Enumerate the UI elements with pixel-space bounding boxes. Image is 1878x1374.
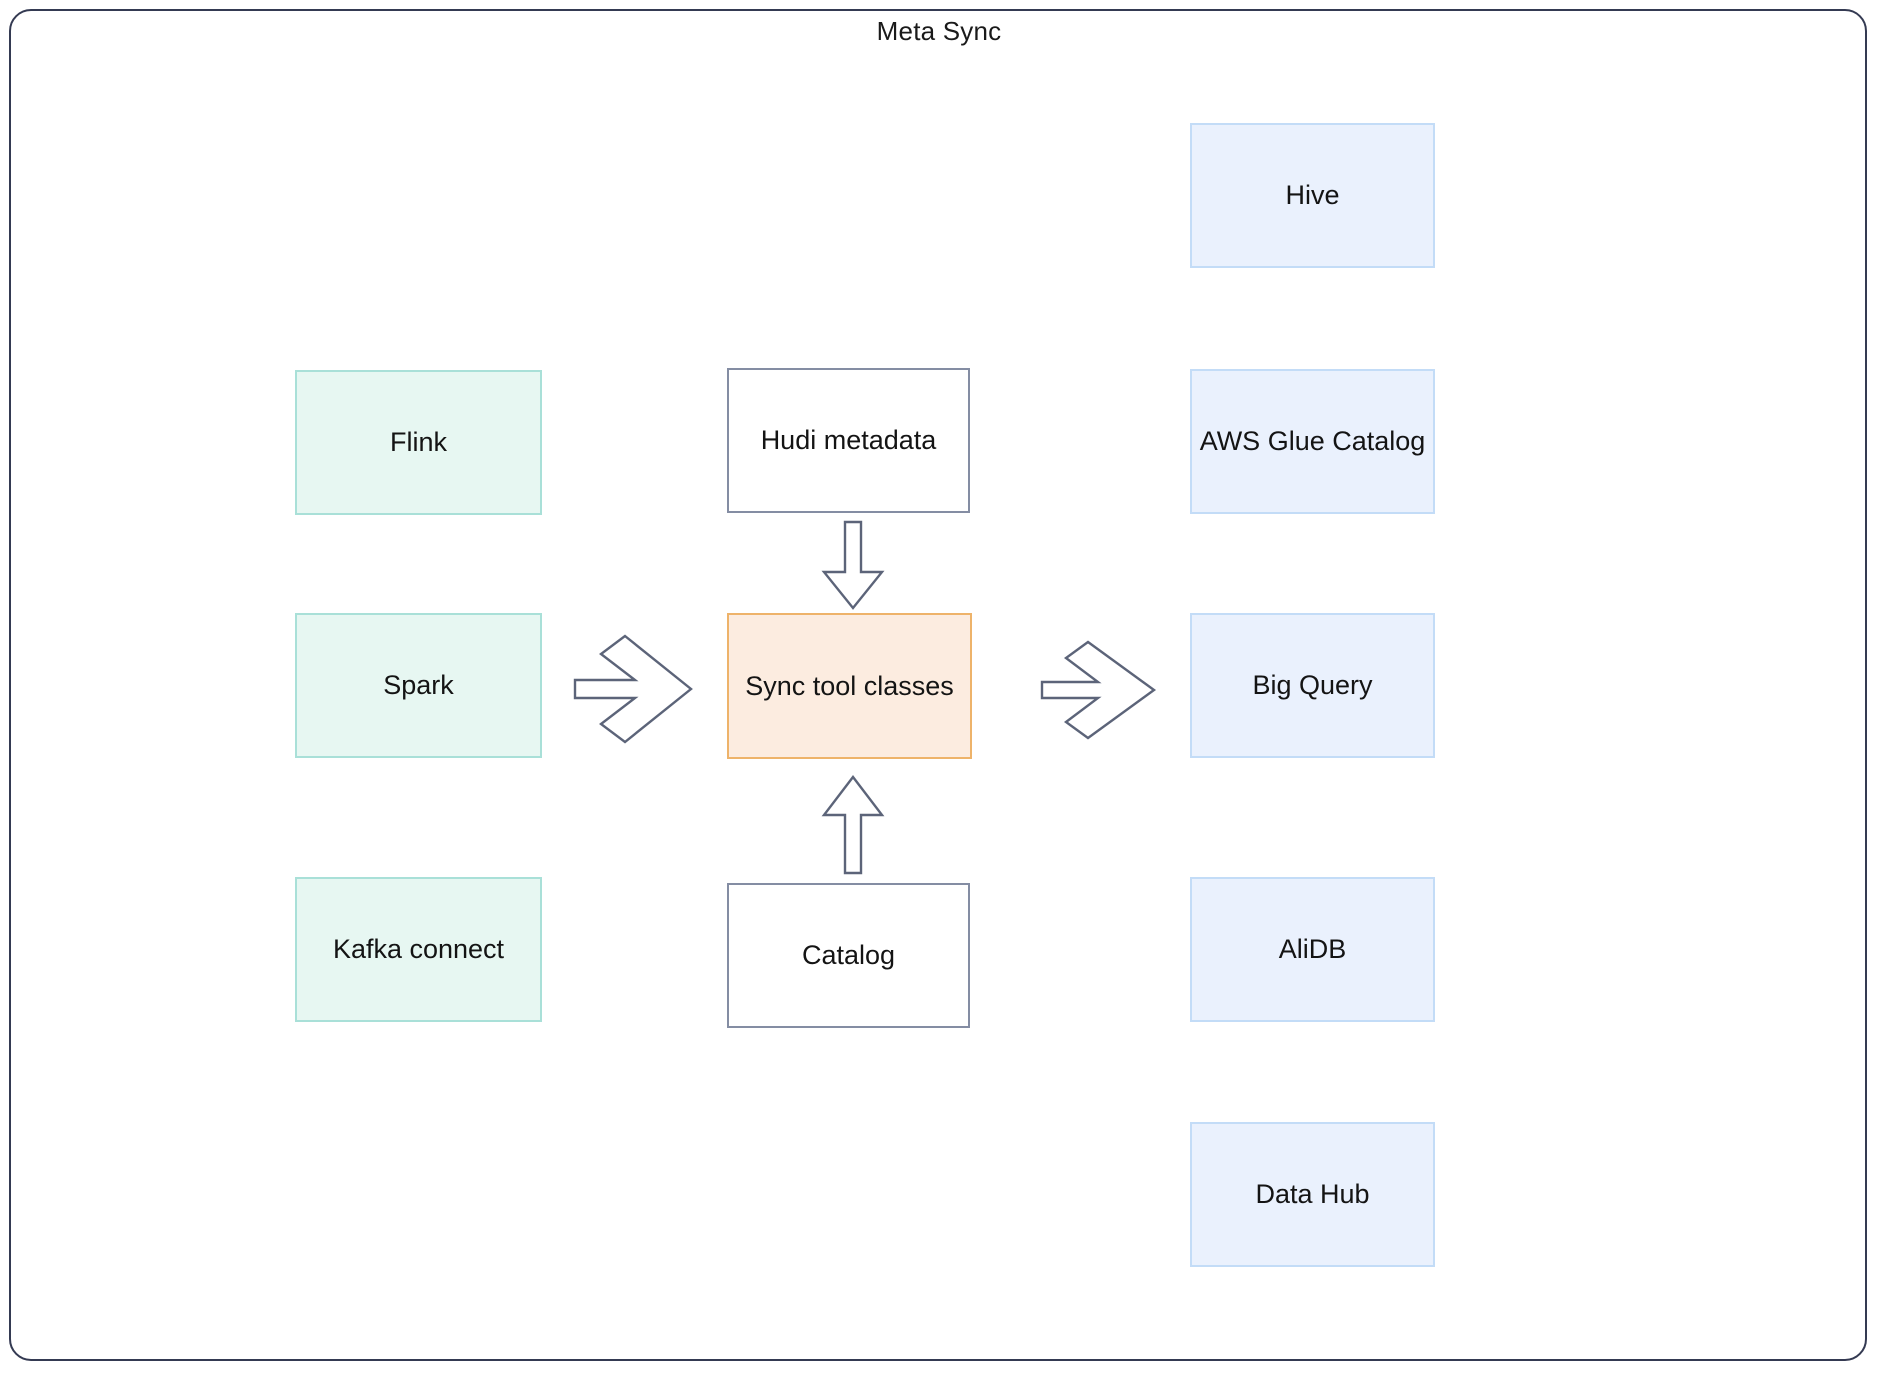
node-hudi-metadata[interactable]: Hudi metadata [727,368,970,513]
arrow-core-to-targets [1040,640,1158,740]
arrow-catalog-to-core [821,775,885,875]
node-aws-glue-catalog[interactable]: AWS Glue Catalog [1190,369,1435,514]
node-big-query-label: Big Query [1252,670,1373,701]
node-data-hub-label: Data Hub [1255,1179,1370,1210]
node-sync-tool-classes[interactable]: Sync tool classes [727,613,972,759]
node-alidb[interactable]: AliDB [1190,877,1435,1022]
diagram-title: Meta Sync [876,16,1002,46]
node-catalog[interactable]: Catalog [727,883,970,1028]
node-spark-label: Spark [383,670,454,701]
node-alidb-label: AliDB [1278,934,1347,965]
node-kafka-connect[interactable]: Kafka connect [295,877,542,1022]
node-flink[interactable]: Flink [295,370,542,515]
arrow-hudi-metadata-to-core [821,520,885,610]
node-spark[interactable]: Spark [295,613,542,758]
node-data-hub[interactable]: Data Hub [1190,1122,1435,1267]
arrow-sources-to-core [573,634,693,744]
node-hive-label: Hive [1285,180,1340,211]
node-flink-label: Flink [389,427,447,458]
node-kafka-connect-label: Kafka connect [332,934,505,965]
node-catalog-label: Catalog [801,940,896,971]
node-sync-tool-classes-label: Sync tool classes [745,670,954,701]
node-hudi-metadata-label: Hudi metadata [760,425,937,456]
node-big-query[interactable]: Big Query [1190,613,1435,758]
node-hive[interactable]: Hive [1190,123,1435,268]
node-aws-glue-catalog-label: AWS Glue Catalog [1199,426,1426,457]
